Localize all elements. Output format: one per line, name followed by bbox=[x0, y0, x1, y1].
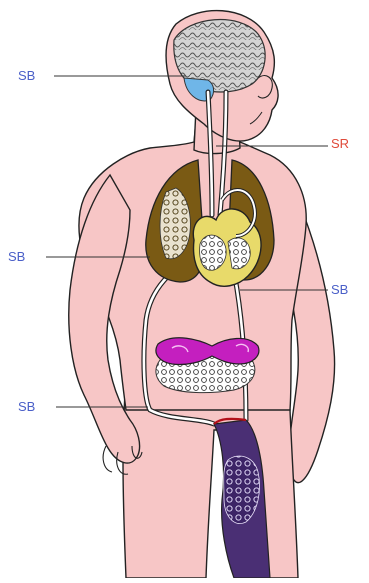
abdomen-organs bbox=[156, 338, 259, 393]
label-sb-brain: SB bbox=[18, 69, 35, 83]
label-sr-neck: SR bbox=[331, 137, 349, 151]
label-sb-lungs: SB bbox=[8, 250, 25, 264]
label-sb-heart: SB bbox=[331, 283, 348, 297]
label-sb-leg: SB bbox=[18, 400, 35, 414]
